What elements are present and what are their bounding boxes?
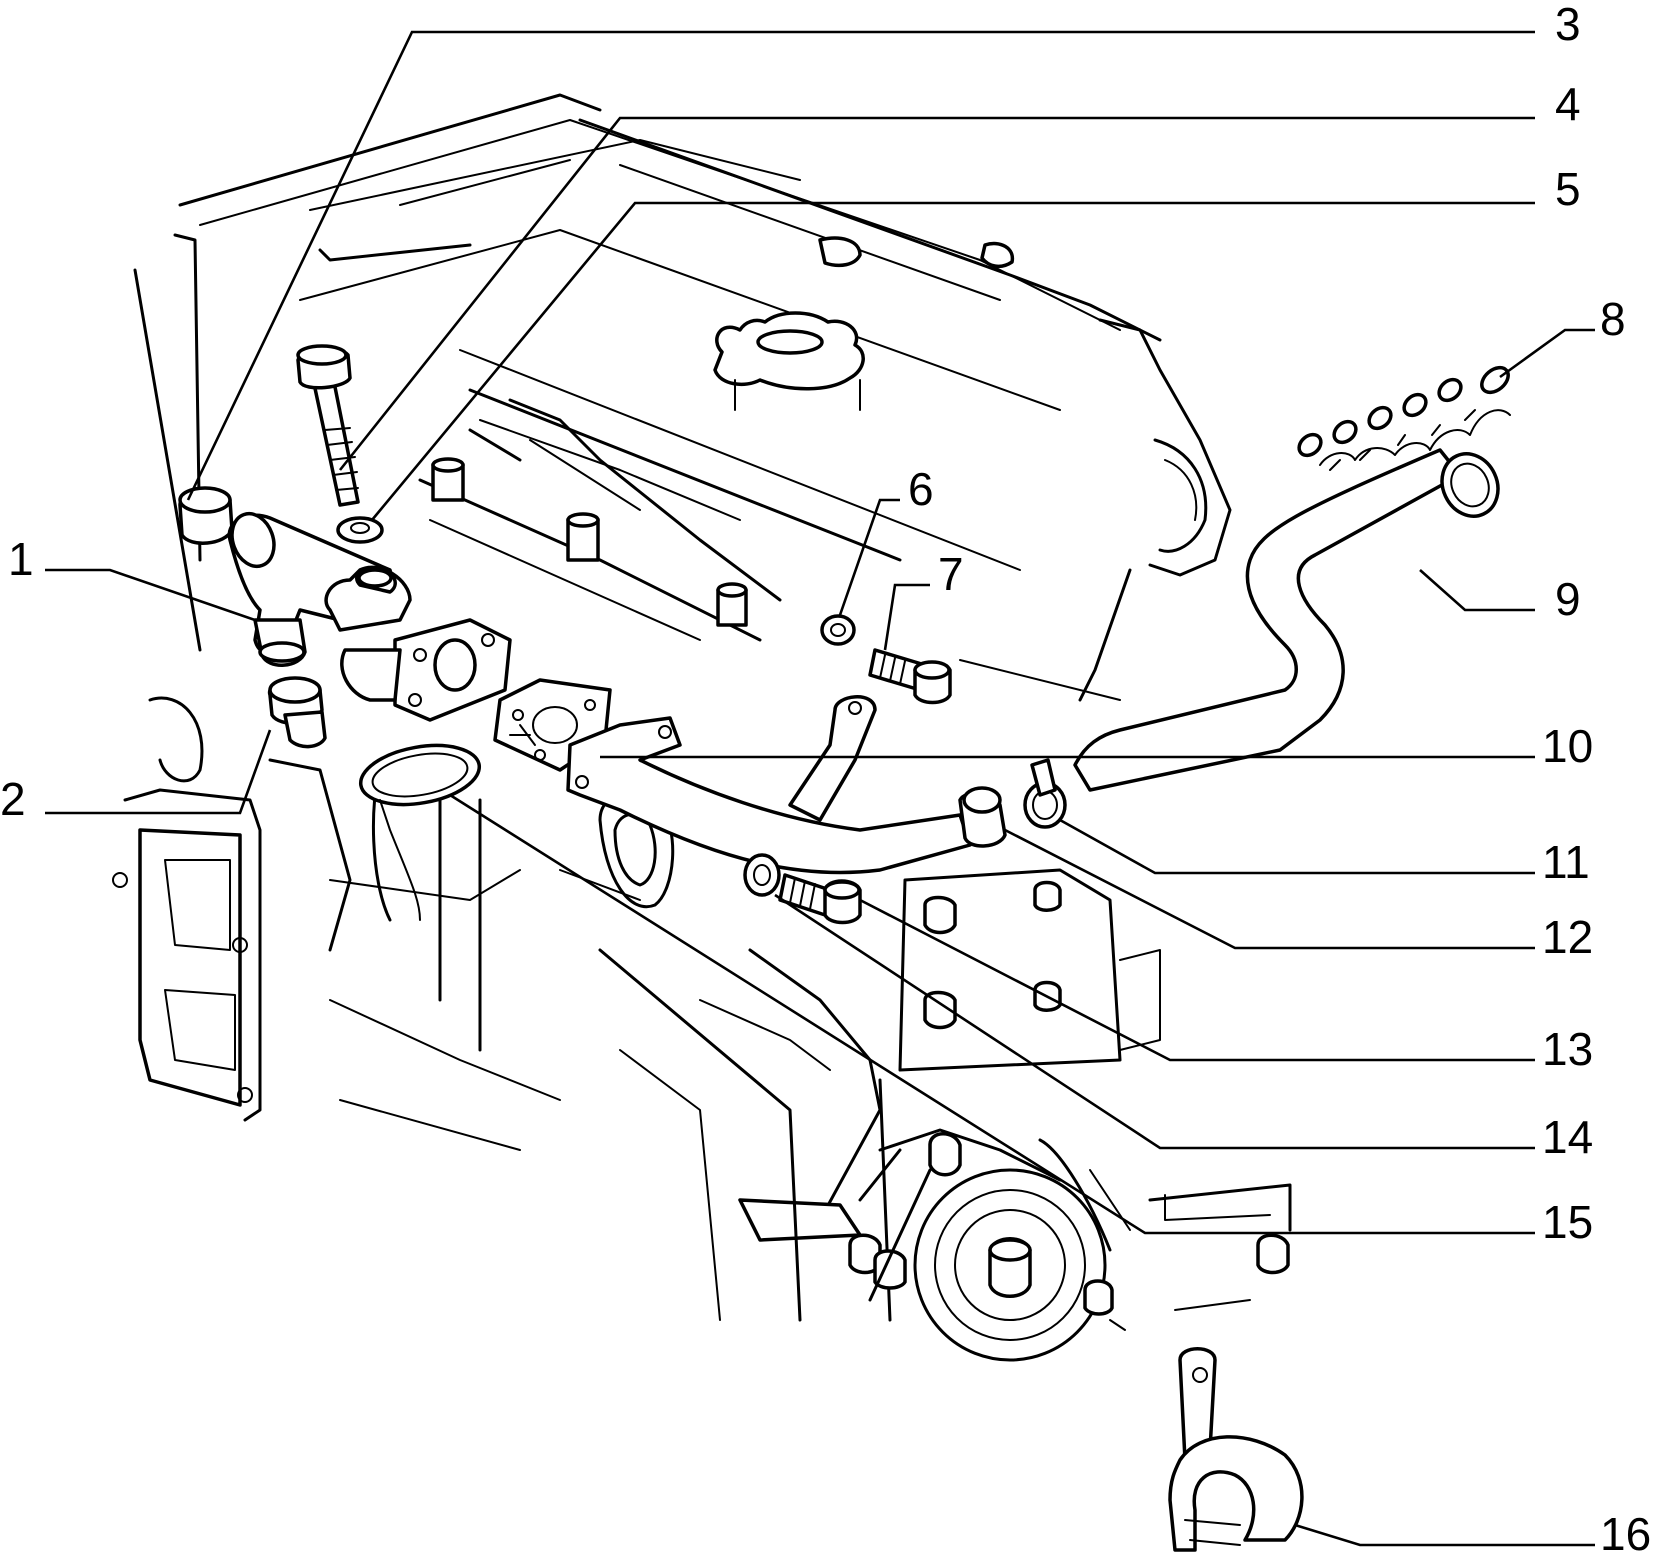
part-6-washer	[820, 614, 856, 646]
leader-6	[838, 498, 900, 616]
part-7-bolt	[868, 648, 952, 705]
leader-11	[1059, 818, 1535, 875]
callout-6: 6	[908, 463, 934, 515]
leader-9	[1419, 569, 1535, 612]
leader-12	[1004, 828, 1535, 950]
part-8-chain	[1297, 365, 1511, 471]
leader-2	[45, 729, 272, 815]
head-studs	[431, 236, 1015, 627]
callout-12: 12	[1542, 911, 1593, 963]
callout-3: 3	[1555, 0, 1581, 50]
callout-5: 5	[1555, 163, 1581, 215]
part-3-plug	[178, 486, 234, 545]
engine-block-outline	[112, 93, 1292, 1362]
callout-10: 10	[1542, 720, 1593, 772]
part-9-hose	[1073, 448, 1500, 792]
part-15-seal-ring	[358, 743, 482, 921]
part-16-bracket	[1168, 1347, 1304, 1552]
part-14-spacer	[743, 853, 781, 897]
callout-4: 4	[1555, 78, 1581, 130]
leader-3	[186, 30, 1535, 501]
water-pipe	[566, 716, 1007, 875]
callout-9: 9	[1555, 573, 1581, 625]
part-11-hose-clamp	[1023, 758, 1067, 829]
leader-16	[1294, 1523, 1595, 1547]
leader-7	[883, 583, 930, 651]
callout-7: 7	[938, 548, 964, 600]
part-2-nipple	[268, 676, 327, 749]
callout-16: 16	[1600, 1508, 1651, 1557]
part-4-bolt	[296, 344, 360, 507]
leader-1	[45, 568, 256, 622]
pipe-bracket	[788, 695, 877, 822]
callout-8: 8	[1600, 293, 1626, 345]
part-13-bolt	[778, 873, 862, 925]
leader-15	[449, 793, 1535, 1235]
leader-13	[859, 898, 1535, 1062]
leader-8	[1499, 328, 1595, 379]
leader-14	[774, 893, 1535, 1150]
callout-15: 15	[1542, 1196, 1593, 1248]
callout-1: 1	[8, 533, 34, 585]
part-1-outlet-housing	[227, 511, 512, 722]
leader-5	[370, 201, 1535, 521]
callout-2: 2	[0, 773, 26, 825]
callout-11: 11	[1542, 836, 1590, 888]
part-5-washer	[336, 516, 384, 544]
leader-4	[338, 116, 1535, 471]
leader-lines	[45, 30, 1595, 1547]
callout-13: 13	[1542, 1023, 1593, 1075]
callout-14: 14	[1542, 1111, 1593, 1163]
